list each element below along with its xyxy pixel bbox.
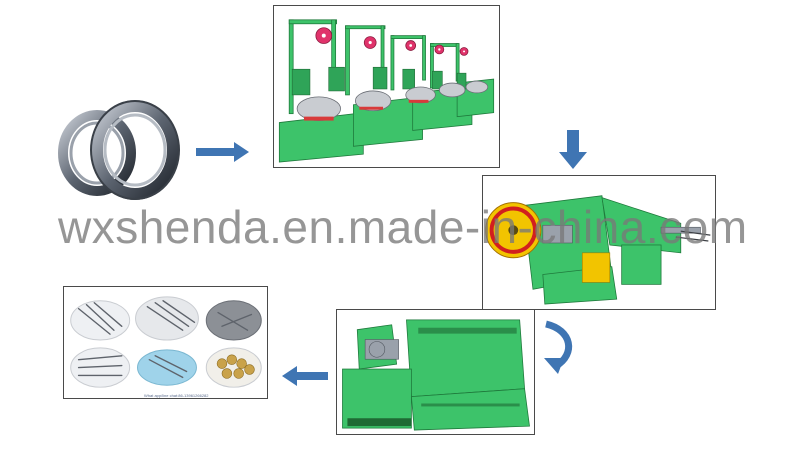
wire-coil-image xyxy=(55,95,185,205)
nail-making-machine-image xyxy=(485,195,711,305)
arrow-curved xyxy=(538,318,580,378)
arrow-down xyxy=(558,130,588,170)
contact-caption: What app/line chat:86-13961266282 xyxy=(144,393,209,398)
nail-polishing-machine-panel xyxy=(336,309,535,435)
nail-polishing-machine-image xyxy=(342,319,530,431)
arrow-right-1 xyxy=(196,141,250,163)
finished-nails-image xyxy=(70,296,262,388)
wire-drawing-machine-panel xyxy=(273,5,500,168)
arrow-left xyxy=(282,365,328,387)
nail-making-machine-panel xyxy=(482,175,716,310)
finished-nails-panel: What app/line chat:86-13961266282 xyxy=(63,286,268,399)
wire-drawing-machine-image xyxy=(278,19,495,163)
